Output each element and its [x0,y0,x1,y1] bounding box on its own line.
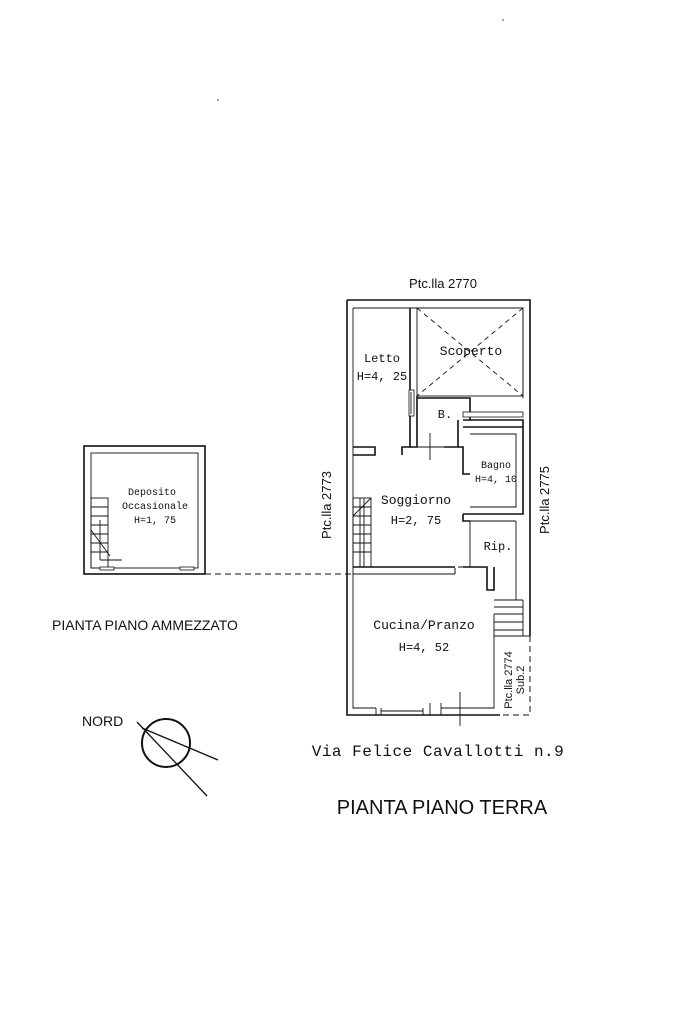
parcel-2774-sub-label: Sub.2 [515,666,527,695]
stair-link-dashed [205,566,468,575]
room-soggiorno-name: Soggiorno [381,493,451,508]
scan-specks [217,19,504,101]
north-label: NORD [82,713,123,729]
room-bagno-height: H=4, 10 [475,475,517,486]
room-b-name: B. [438,408,452,422]
room-scoperto-name: Scoperto [440,344,502,359]
room-letto-height: H=4, 25 [357,370,407,384]
parcel-left-label: Ptc.lla 2773 [319,471,334,539]
room-deposito-name-2: Occasionale [122,501,188,513]
mezzanine-title: PIANTA PIANO AMMEZZATO [52,617,238,633]
front-window [375,703,442,715]
room-deposito-name-1: Deposito [128,487,176,499]
room-cucina-height: H=4, 52 [399,641,449,655]
parcel-right-label: Ptc.lla 2775 [537,466,552,534]
room-soggiorno-height: H=2, 75 [391,514,441,528]
address-label: Via Felice Cavallotti n.9 [312,743,565,761]
parcel-2774-label: Ptc.lla 2774 [503,651,515,708]
ground-floor-plan [346,299,531,726]
room-bagno-name: Bagno [481,461,511,472]
room-rip-name: Rip. [484,540,513,554]
north-arrow-icon [136,718,219,797]
scoperto-courtyard [416,307,524,397]
mezzanine-stair [90,497,122,569]
mezzanine-plan [83,445,206,575]
room-deposito-height: H=1, 75 [134,516,176,527]
ground-stair-left [352,497,372,568]
room-letto-name: Letto [364,352,400,366]
room-cucina-name: Cucina/Pranzo [373,618,474,633]
ground-stair-right [494,599,530,637]
ground-floor-title: PIANTA PIANO TERRA [337,797,548,819]
parcel-top-label: Ptc.lla 2770 [409,276,477,291]
